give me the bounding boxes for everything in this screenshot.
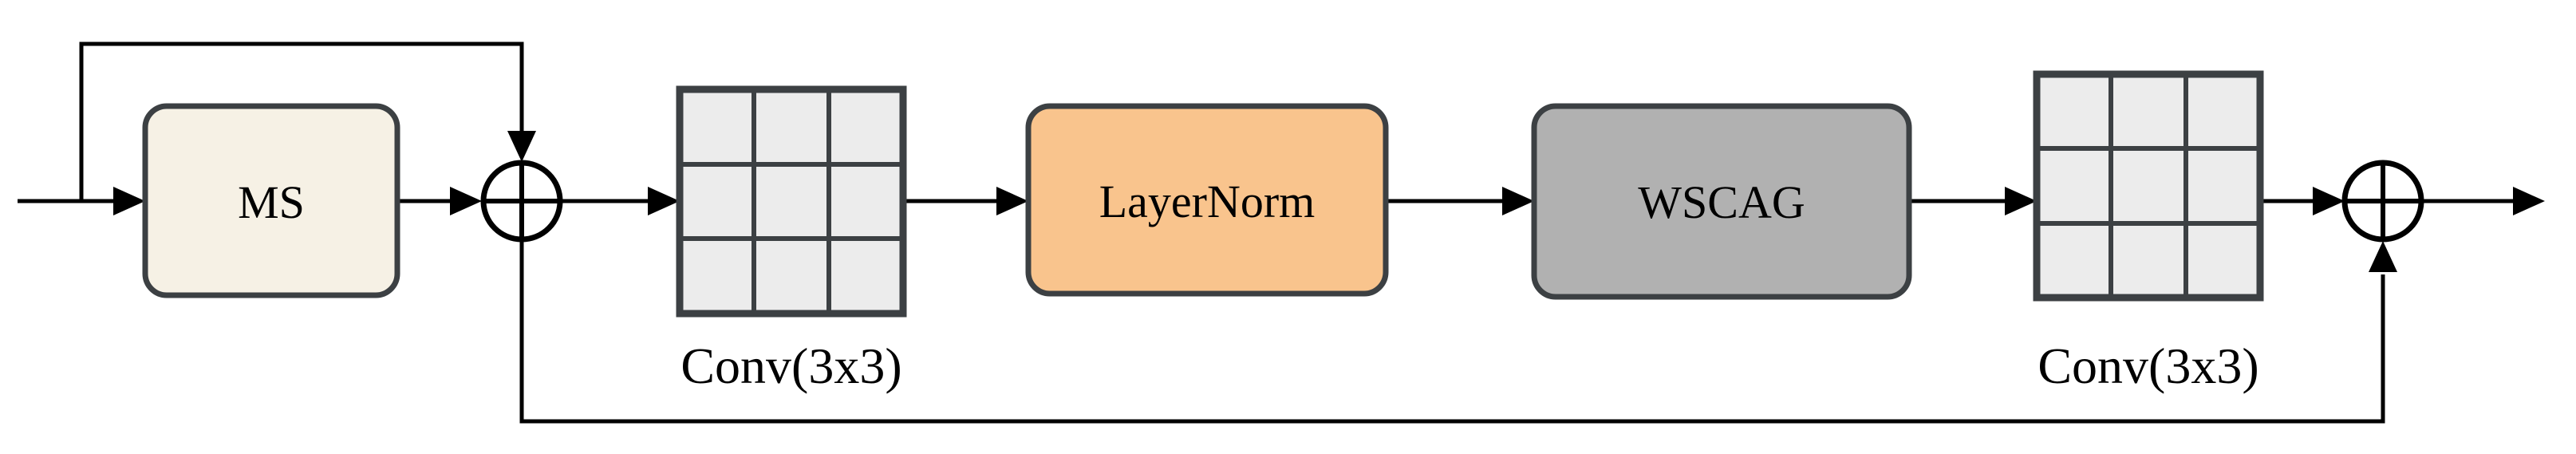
skip-top-line: [79, 41, 524, 201]
arrowhead-output: [2513, 187, 2545, 215]
arrowhead-into-conv1: [648, 187, 680, 215]
ms-block: MS: [142, 103, 400, 298]
arrowhead-into-add2: [2313, 187, 2345, 215]
conv1-grid-box: [676, 85, 907, 318]
ms-box: [142, 103, 400, 298]
wscag-block: WSCAG: [1531, 103, 1912, 300]
ms-label: MS: [238, 176, 305, 228]
arrowhead-into-wscag: [1502, 187, 1534, 215]
wscag-label: WSCAG: [1638, 176, 1805, 228]
add-operator-2: [2341, 160, 2424, 243]
conv2-grid-lines: [2037, 74, 2260, 298]
layernorm-label: LayerNorm: [1099, 176, 1316, 227]
arrowhead-into-add1: [450, 187, 482, 215]
layernorm-box: [1025, 103, 1389, 297]
conv2-grid: Conv(3x3): [2033, 70, 2264, 394]
skip-bottom-line: [519, 163, 2385, 424]
add-operator-1: [480, 160, 563, 243]
conv1-grid: Conv(3x3): [676, 85, 907, 394]
conv2-grid-box: [2033, 70, 2264, 302]
plus-cross: [2345, 164, 2420, 239]
conv2-label: Conv(3x3): [2038, 338, 2258, 394]
arrowhead-into-ms: [113, 187, 145, 215]
layernorm-block: LayerNorm: [1025, 103, 1389, 297]
conv1-label: Conv(3x3): [680, 338, 901, 394]
arrowhead-into-conv2: [2005, 187, 2037, 215]
arrowhead-skip-bottom: [2369, 241, 2397, 272]
wscag-box: [1531, 103, 1912, 300]
plus-cross: [484, 164, 559, 239]
arrowhead-skip-top: [507, 131, 536, 162]
conv1-grid-lines: [680, 89, 903, 314]
arrowhead-into-layernorm: [996, 187, 1028, 215]
